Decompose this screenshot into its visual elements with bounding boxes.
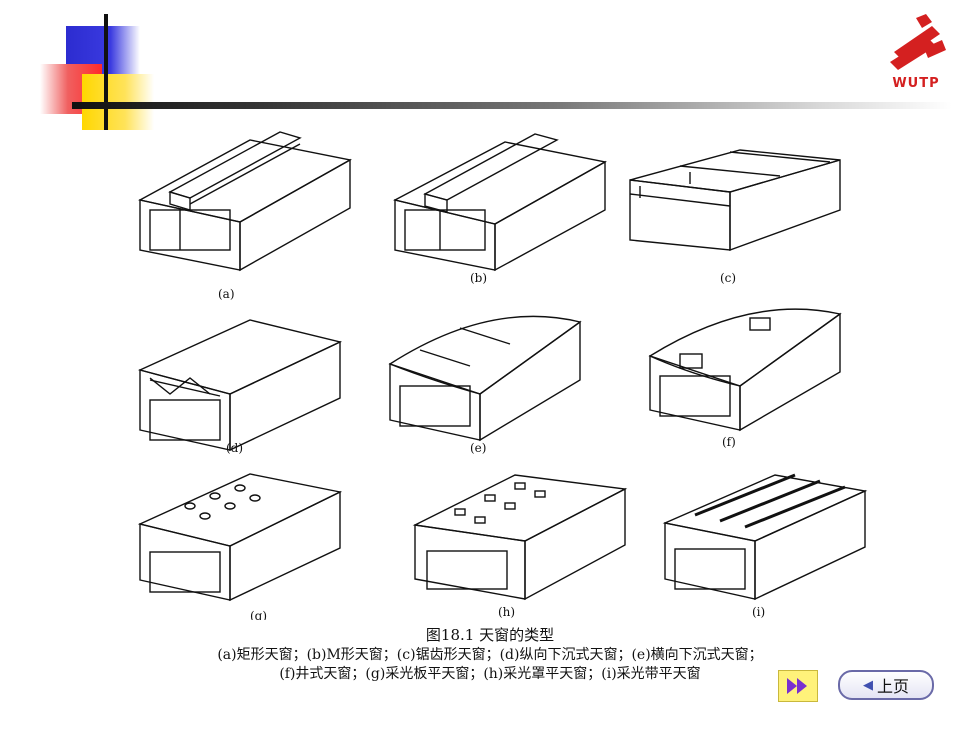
label-b: (b): [470, 271, 487, 285]
label-c: (c): [720, 271, 736, 285]
drawing-g: [137, 473, 343, 602]
skylight-types-figure: (a) (b) (c) (d) (e) (f) (g) (h) (i): [130, 130, 870, 620]
double-right-arrow-icon: [787, 678, 807, 694]
drawing-c: [629, 149, 841, 251]
drawing-h: [412, 474, 628, 601]
previous-page-button[interactable]: ◀ 上页: [838, 670, 934, 700]
label-i: (i): [752, 605, 765, 619]
decor-vertical-line: [104, 14, 108, 130]
logo-emblem-icon: [890, 14, 946, 70]
figure-caption-title: 图18.1 天窗的类型: [425, 626, 555, 644]
label-f: (f): [722, 435, 736, 449]
drawing-e: [388, 315, 582, 442]
drawing-d: [137, 319, 343, 452]
label-a: (a): [218, 287, 235, 301]
label-h: (h): [498, 605, 515, 619]
label-g: (g): [250, 609, 267, 620]
figure-caption-line-2: (f)井式天窗；(g)采光板平天窗；(h)采光罩平天窗；(i)采光带平天窗: [279, 666, 701, 682]
logo-text: WUTP: [892, 76, 940, 91]
drawing-f: [648, 308, 842, 432]
label-d: (d): [226, 441, 243, 455]
left-triangle-icon: ◀: [862, 677, 873, 693]
drawing-i: [662, 473, 868, 601]
drawing-b: [393, 133, 607, 272]
previous-page-label: 上页: [876, 677, 909, 696]
decor-header-rule: [72, 102, 952, 109]
skylight-drawings: (a) (b) (c) (d) (e) (f) (g) (h) (i): [137, 131, 868, 620]
publisher-logo: WUTP: [880, 14, 952, 94]
drawing-a: [138, 131, 352, 272]
label-e: (e): [470, 441, 486, 455]
next-page-button[interactable]: [778, 670, 818, 702]
figure-caption-line-1: (a)矩形天窗；(b)M形天窗；(c)锯齿形天窗；(d)纵向下沉式天窗；(e)横…: [217, 647, 763, 663]
